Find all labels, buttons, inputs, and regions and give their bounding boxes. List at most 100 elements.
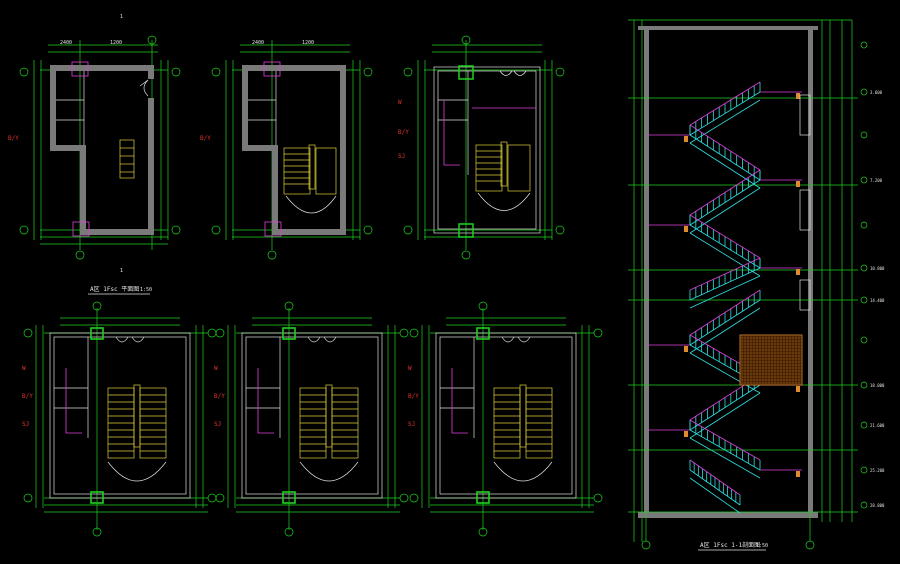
elevation-label: 10.800 — [870, 266, 885, 271]
handrail — [689, 289, 761, 336]
level-marker — [860, 466, 868, 474]
window — [799, 279, 811, 311]
stair-flight-2 — [689, 169, 761, 234]
elevation-label: 14.400 — [870, 298, 885, 303]
grid-bubble — [399, 328, 409, 338]
svg-text:1200: 1200 — [302, 40, 314, 46]
landing-beam — [684, 346, 688, 352]
grid-bubble — [23, 328, 33, 338]
level-marker — [860, 336, 868, 344]
stair-arc — [299, 461, 359, 482]
stair-flight-0 — [689, 81, 761, 144]
level-marker — [860, 381, 868, 389]
column — [90, 491, 104, 504]
section-title-scale: 1:50 — [756, 543, 768, 549]
pink-line — [257, 368, 274, 434]
plan-3-axis-label: B/Y — [398, 129, 409, 136]
grid-bubble — [399, 493, 409, 503]
door-swing — [501, 336, 515, 343]
grid-bubble — [593, 493, 603, 503]
hatched-panel — [739, 334, 803, 386]
section-roof — [638, 26, 818, 30]
hatch-frame — [739, 334, 803, 386]
stair-flight-8 — [689, 419, 761, 479]
elevation-label: 28.800 — [870, 503, 885, 508]
door-swing — [115, 336, 129, 343]
elevation-label: 7.200 — [870, 178, 883, 183]
level-marker — [860, 131, 868, 139]
grid-bubble — [409, 493, 419, 503]
outer-wall — [241, 332, 383, 499]
landing-beam — [684, 431, 688, 437]
column — [476, 491, 490, 504]
inner-wall — [53, 336, 187, 495]
door-swing — [307, 336, 321, 343]
axis-label: B/Y — [214, 393, 225, 400]
landing-beam — [796, 181, 800, 187]
handrail — [689, 169, 761, 216]
lower-plan-4: WB/YSJ — [22, 301, 217, 537]
handrail — [689, 81, 761, 126]
stair-flight-4 — [689, 257, 761, 309]
stair-landing — [133, 384, 141, 448]
outer-wall — [49, 332, 191, 499]
section-wall — [644, 30, 649, 512]
grid-bubble — [593, 328, 603, 338]
grid-bubble — [207, 493, 217, 503]
column — [282, 491, 296, 504]
landing-beam — [796, 471, 800, 477]
axis-label: SJ — [408, 421, 415, 428]
door-swing — [323, 336, 337, 343]
axis-label: SJ — [214, 421, 221, 428]
section-1-1: 3.6007.20010.80014.40018.00021.60025.200… — [628, 19, 885, 550]
svg-text:1: 1 — [120, 14, 123, 20]
plan-1-dim-label: 2400 — [60, 40, 72, 46]
svg-text:SJ: SJ — [398, 153, 405, 160]
axis-label: B/Y — [408, 393, 419, 400]
grid-bubble — [92, 527, 102, 537]
landing-beam — [796, 93, 800, 99]
grid-bubble — [641, 540, 651, 550]
landing-beam — [684, 226, 688, 232]
svg-text:W: W — [398, 99, 402, 106]
lower-plan-6: W B/Y SJ — [408, 301, 603, 537]
axis-label: W — [22, 365, 26, 372]
handrail — [689, 459, 741, 496]
section-title: A区 1Fsc 1-1剖面图 — [700, 541, 760, 549]
svg-text:2400: 2400 — [252, 40, 264, 46]
stair-flight-1 — [689, 124, 761, 189]
handrail — [689, 214, 761, 259]
plan-1: 2400 1200 B/Y 1 1 — [8, 14, 181, 274]
handrail — [689, 124, 761, 171]
column — [90, 327, 104, 340]
level-marker — [860, 501, 868, 509]
plan-2: 2400 1200 B/Y — [200, 40, 373, 260]
stair-stringer — [689, 437, 761, 479]
plan-1-dim-label: 1200 — [110, 40, 122, 46]
plan-title-scale: 1:50 — [140, 287, 152, 293]
grid-bubble — [478, 527, 488, 537]
pink-line — [65, 368, 82, 434]
lower-plan-5: W B/Y SJ — [214, 301, 409, 537]
stair-flight-9 — [689, 459, 741, 514]
axis-label: SJ — [22, 421, 29, 428]
grid-bubble — [478, 301, 488, 311]
stair-landing — [519, 384, 527, 448]
inner-wall — [245, 336, 379, 495]
level-marker — [860, 421, 868, 429]
outer-wall — [435, 332, 577, 499]
door-swing — [517, 336, 531, 343]
elevation-label: 18.000 — [870, 383, 885, 388]
grid-bubble — [284, 301, 294, 311]
window — [799, 189, 811, 231]
axis-label: W — [408, 365, 412, 372]
inner-wall — [439, 336, 573, 495]
grid-bubble — [215, 493, 225, 503]
svg-text:1: 1 — [120, 268, 123, 274]
landing-beam — [684, 136, 688, 142]
plan-1-axis-label: B/Y — [8, 135, 19, 142]
section-wall — [808, 30, 813, 512]
axis-label: W — [214, 365, 218, 372]
